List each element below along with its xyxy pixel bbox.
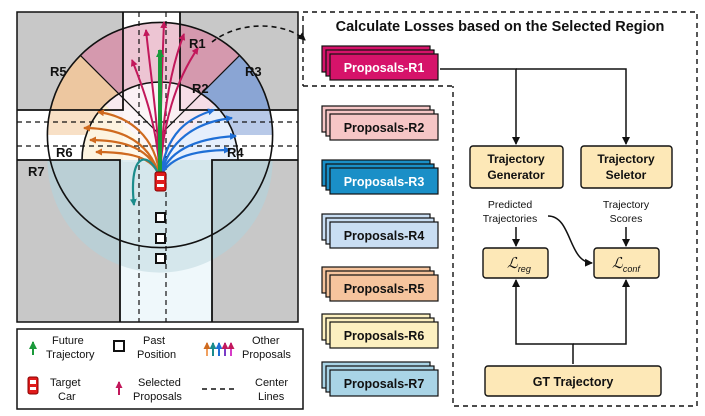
loss-title: Calculate Losses based on the Selected R… xyxy=(336,19,665,35)
proposal-stack-r6: Proposals-R6 xyxy=(321,313,439,349)
loss-reg-symbol: ℒreg xyxy=(507,255,531,274)
legend-other-line2: Proposals xyxy=(242,349,291,361)
label-r3: R3 xyxy=(245,64,262,79)
past-position-2 xyxy=(155,233,166,244)
label-r6: R6 xyxy=(56,145,73,160)
predicted-label-line1: Predicted xyxy=(488,199,533,211)
region-r2 xyxy=(160,81,216,160)
legend-other-icon xyxy=(203,342,235,356)
connectors xyxy=(440,68,630,364)
legend-other-line1: Other xyxy=(252,335,280,347)
road-edge-top-left xyxy=(17,12,124,111)
scores-label-line2: Scores xyxy=(610,213,643,225)
legend-border xyxy=(16,328,304,410)
proposal-stacks: Proposals-R1Proposals-R2Proposals-R3Prop… xyxy=(321,45,439,397)
proposal-stack-r4: Proposals-R4 xyxy=(321,213,439,249)
proposal-label-r4: Proposals-R4 xyxy=(344,229,425,243)
gt-to-reg xyxy=(512,279,574,364)
legend-past-line1: Past xyxy=(143,335,165,347)
proposal-card-r7-3 xyxy=(329,369,439,397)
teal-proposal xyxy=(129,158,162,206)
legend-selected-line1: Selected xyxy=(138,377,181,389)
proposal-stack-r3: Proposals-R3 xyxy=(321,159,439,195)
legend-target-line2: Car xyxy=(58,391,76,403)
proposal-stack-r1: Proposals-R1 xyxy=(321,45,439,81)
legend-target-line1: Target xyxy=(50,377,81,389)
proposal-label-r7: Proposals-R7 xyxy=(344,377,425,391)
loss-panel: Calculate Losses based on the Selected R… xyxy=(302,11,698,407)
legend-target-icon xyxy=(27,376,39,395)
legend-future-line2: Trajectory xyxy=(46,349,95,361)
target-car xyxy=(154,171,167,192)
loss-reg-box xyxy=(482,247,549,279)
selector-label-line2: Seletor xyxy=(606,168,647,182)
region-to-loss-arrow xyxy=(211,25,306,43)
proposal-label-r1: Proposals-R1 xyxy=(344,61,425,75)
proposal-card-r6-3 xyxy=(329,321,439,349)
loss-conf-box xyxy=(593,247,660,279)
proposal-stack-r2: Proposals-R2 xyxy=(321,105,439,141)
proposal-card-r2-3 xyxy=(329,113,439,141)
legend-center-line1: Center xyxy=(255,377,288,389)
trajectory-selector-box xyxy=(580,145,673,189)
proposal-to-generator xyxy=(440,68,520,145)
proposal-card-r1-3 xyxy=(329,53,439,81)
loss-conf-symbol: ℒconf xyxy=(612,255,641,274)
label-r7: R7 xyxy=(28,164,45,179)
legend-future-line1: Future xyxy=(52,335,84,347)
proposal-to-selector xyxy=(516,68,630,145)
proposal-card-r3-3 xyxy=(329,167,439,195)
gt-trajectory-box xyxy=(484,365,662,397)
generator-to-conf xyxy=(547,215,593,267)
gt-trajectory-label: GT Trajectory xyxy=(533,375,614,389)
label-r1: R1 xyxy=(189,36,206,51)
scores-label-line1: Trajectory xyxy=(603,199,650,211)
generator-label-line1: Trajectory xyxy=(487,152,545,166)
legend: Future Trajectory Past Position Other Pr… xyxy=(16,328,304,410)
proposal-stack-r7: Proposals-R7 xyxy=(321,361,439,397)
past-position-1 xyxy=(155,212,166,223)
legend-past-icon xyxy=(113,340,125,352)
label-r5: R5 xyxy=(50,64,67,79)
proposal-label-r3: Proposals-R3 xyxy=(344,175,425,189)
map-border xyxy=(16,11,299,323)
proposal-label-r2: Proposals-R2 xyxy=(344,121,425,135)
road-edge-bottom-left xyxy=(17,159,121,322)
outer-circle xyxy=(46,21,274,249)
past-position-3 xyxy=(155,253,166,264)
proposal-stack-r5: Proposals-R5 xyxy=(321,266,439,302)
predicted-label-line2: Trajectories xyxy=(483,213,537,225)
legend-past-line2: Position xyxy=(137,349,176,361)
proposal-card-r4-3 xyxy=(329,221,439,249)
proposal-label-r6: Proposals-R6 xyxy=(344,329,425,343)
label-r4: R4 xyxy=(227,145,244,160)
proposal-card-r5-3 xyxy=(329,274,439,302)
selector-label-line1: Trajectory xyxy=(597,152,655,166)
label-r2: R2 xyxy=(192,81,209,96)
legend-selected-line2: Proposals xyxy=(133,391,182,403)
generator-label-line2: Generator xyxy=(487,168,545,182)
map-panel: R1 R2 R3 R4 R5 R6 R7 xyxy=(17,12,298,322)
gt-to-conf xyxy=(573,279,630,345)
trajectory-generator-box xyxy=(469,145,564,189)
legend-center-line2: Lines xyxy=(258,391,285,403)
proposal-label-r5: Proposals-R5 xyxy=(344,282,425,296)
